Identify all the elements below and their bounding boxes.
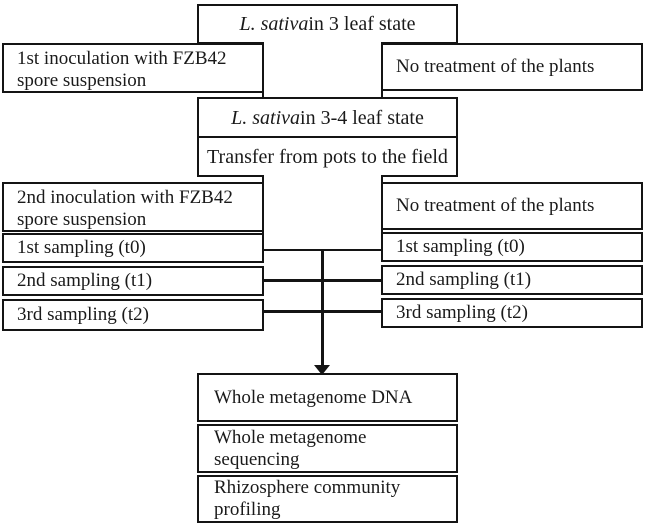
box-transfer-field: Transfer from pots to the field [197, 136, 458, 177]
species-name: L. sativa [239, 13, 309, 35]
box-second-inoculation: 2nd inoculation with FZB42 spore suspens… [2, 182, 264, 232]
sampling-left-t2-label: 3rd sampling (t2) [17, 304, 149, 325]
sampling-left-t1-label: 2nd sampling (t1) [17, 270, 153, 291]
box-sampling-left-t2: 3rd sampling (t2) [2, 299, 264, 331]
metagenome-dna-label: Whole metagenome DNA [214, 386, 413, 408]
box-sampling-right-t2: 3rd sampling (t2) [381, 298, 643, 328]
no-treatment-field-label: No treatment of the plants [396, 195, 595, 216]
down-arrow-line [321, 249, 324, 367]
second-inoculation-line1: 2nd inoculation with FZB42 [17, 187, 233, 208]
sampling-right-t1-label: 2nd sampling (t1) [396, 269, 532, 290]
first-inoculation-line1: 1st inoculation with FZB42 [17, 48, 227, 69]
box-metagenome-dna: Whole metagenome DNA [197, 373, 458, 422]
species-name: L. sativa [231, 106, 301, 129]
sampling-left-t0-label: 1st sampling (t0) [17, 237, 146, 258]
leaf-state-3-label: in 3 leaf state [308, 13, 416, 35]
box-no-treatment-field: No treatment of the plants [381, 182, 643, 230]
sampling-right-t2-label: 3rd sampling (t2) [396, 302, 528, 323]
box-metagenome-sequencing: Whole metagenome sequencing [197, 424, 458, 473]
sampling-right-t0-label: 1st sampling (t0) [396, 236, 525, 257]
box-sampling-left-t0: 1st sampling (t0) [2, 233, 264, 263]
second-inoculation-line2: spore suspension [17, 209, 147, 230]
first-inoculation-line2: spore suspension [17, 70, 147, 91]
transfer-field-label: Transfer from pots to the field [207, 145, 448, 168]
connector-box-field [262, 175, 383, 251]
down-arrow-icon [314, 365, 330, 375]
box-sampling-right-t0: 1st sampling (t0) [381, 232, 643, 262]
box-sampling-right-t1: 2nd sampling (t1) [381, 265, 643, 295]
community-profiling-label: Rhizosphere community profiling [214, 477, 401, 520]
box-leaf-state-3: L. sativa in 3 leaf state [197, 4, 458, 44]
box-leaf-state-3-4: L. sativa in 3-4 leaf state [197, 97, 458, 138]
box-first-inoculation: 1st inoculation with FZB42 spore suspens… [2, 43, 264, 93]
no-treatment-pots-label: No treatment of the plants [396, 56, 595, 77]
box-community-profiling: Rhizosphere community profiling [197, 475, 458, 523]
box-sampling-left-t1: 2nd sampling (t1) [2, 266, 264, 296]
box-no-treatment-pots: No treatment of the plants [381, 43, 643, 91]
leaf-state-3-4-label: in 3-4 leaf state [300, 106, 424, 129]
metagenome-sequencing-label: Whole metagenome sequencing [214, 426, 367, 470]
connector-box-top [262, 42, 383, 99]
